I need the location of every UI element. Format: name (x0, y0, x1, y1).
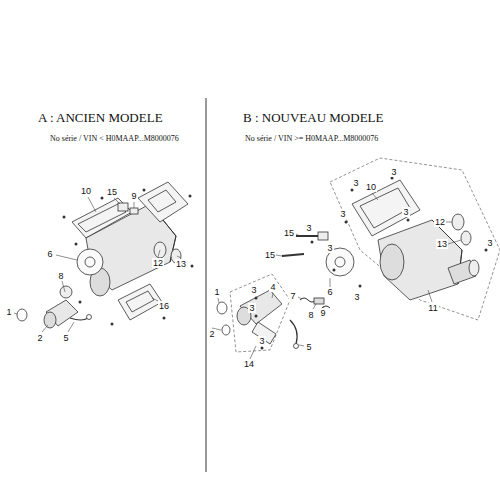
callout-number: 3 (258, 336, 265, 346)
callout-number: 15 (106, 187, 118, 197)
callout-number: 3 (326, 243, 333, 253)
callout-number: 3 (353, 292, 360, 302)
callout-number: 12 (434, 217, 446, 227)
callout-number: 12 (152, 258, 164, 268)
callout-number: 15 (283, 228, 295, 238)
callout-number: 9 (130, 191, 137, 201)
callout-number: 5 (305, 342, 312, 352)
callout-number: 3 (390, 167, 397, 177)
callout-number: 3 (248, 303, 255, 313)
callout-number: 6 (46, 249, 53, 259)
callout-number: 3 (402, 207, 409, 217)
callout-number: 8 (57, 271, 64, 281)
callout-number: 3 (339, 209, 346, 219)
serial-note: No série / VIN < H0MAAP...M8000076 (50, 134, 179, 143)
callout-number: 10 (80, 186, 92, 196)
callout-number: 1 (5, 307, 12, 317)
callout-number: 3 (250, 285, 257, 295)
section-heading: A : ANCIEN MODELE (38, 110, 163, 126)
callout-number: 8 (307, 310, 314, 320)
callout-number: 3 (305, 223, 312, 233)
callout-number: 15 (264, 250, 276, 260)
callout-number: 2 (36, 333, 43, 343)
callout-number: 14 (243, 359, 255, 369)
callout-number: 4 (269, 282, 276, 292)
callout-number: 9 (319, 308, 326, 318)
callout-number: 1 (213, 287, 220, 297)
callout-number: 3 (352, 178, 359, 188)
serial-note: No série / VIN >= H0MAAP...M8000076 (245, 134, 378, 143)
callout-number: 2 (208, 329, 215, 339)
callout-number: 7 (289, 291, 296, 301)
callout-number: 16 (158, 301, 170, 311)
callout-number: 13 (175, 259, 187, 269)
callout-number: 10 (365, 182, 377, 192)
callout-number: 5 (62, 333, 69, 343)
callout-number: 11 (427, 303, 438, 313)
callout-number: 3 (486, 238, 493, 248)
callout-number: 6 (326, 287, 333, 297)
callout-number: 13 (436, 239, 448, 249)
section-heading: B : NOUVEAU MODELE (243, 110, 383, 126)
